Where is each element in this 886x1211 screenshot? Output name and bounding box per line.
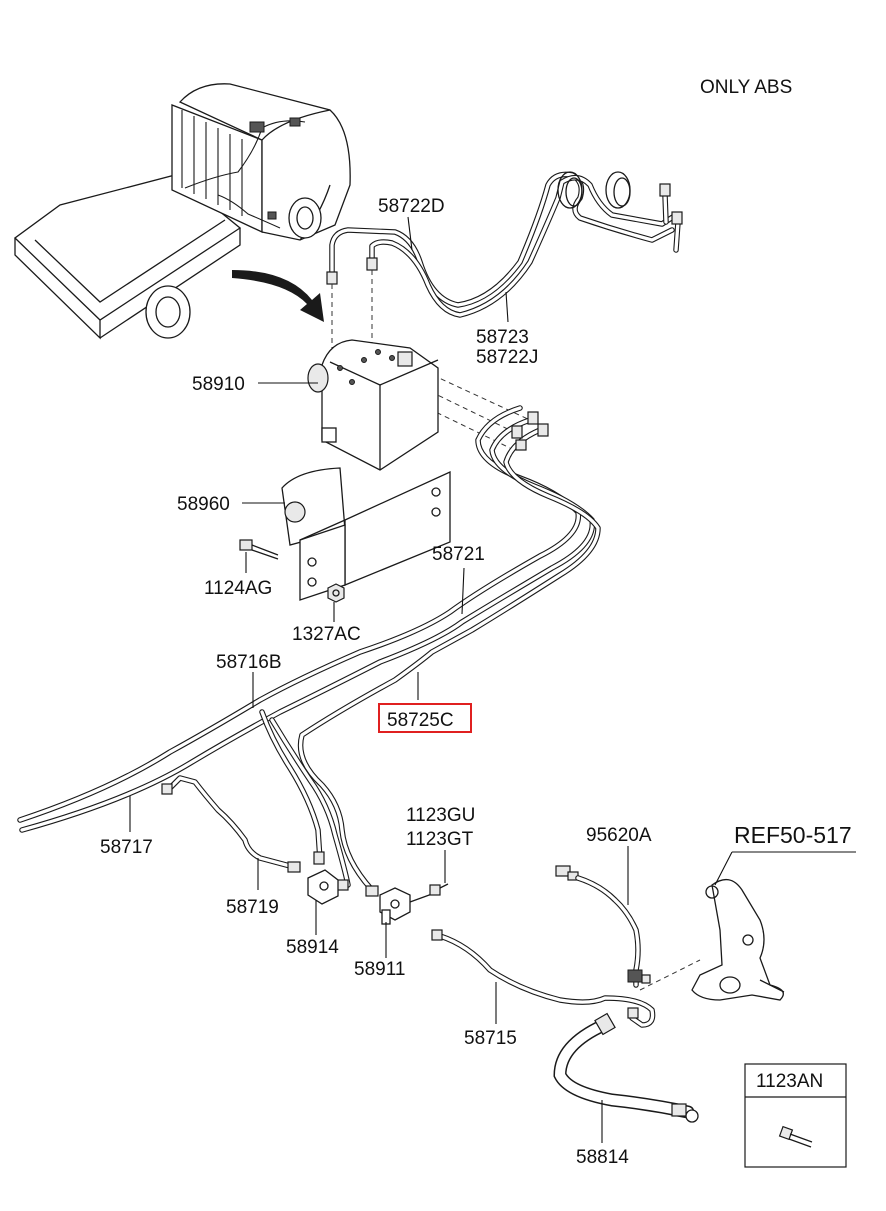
part-label-58719: 58719 (226, 897, 279, 918)
part-label-1123gu: 1123GU (406, 805, 475, 826)
reference-label: REF50-517 (734, 822, 852, 848)
junction-block-58914 (307, 869, 339, 905)
part-label-58715: 58715 (464, 1028, 517, 1049)
inset-label: 1123AN (756, 1071, 823, 1092)
upper-brake-lines (326, 171, 683, 318)
steering-knuckle (691, 878, 785, 1001)
part-label-58721: 58721 (432, 544, 485, 565)
inset-1123an: 1123AN (744, 1063, 847, 1168)
part-label-58722j: 58722J (476, 347, 538, 368)
flex-hose-58814 (553, 1012, 699, 1123)
abs-bracket (281, 467, 451, 601)
vehicle-illustration (13, 83, 351, 340)
main-brake-lines (17, 405, 601, 897)
part-label-58914: 58914 (286, 937, 339, 958)
sensor-bracket-58911 (379, 883, 449, 925)
highlight-box-58725c (378, 703, 472, 733)
leader-lines (129, 216, 856, 1143)
nut-1327ac (327, 583, 345, 603)
part-label-58716b: 58716B (216, 652, 282, 673)
part-label-58717: 58717 (100, 837, 153, 858)
part-label-58911: 58911 (354, 959, 405, 980)
abs-hydraulic-unit (307, 339, 439, 471)
part-label-1327ac: 1327AC (292, 624, 361, 645)
part-label-1123gt: 1123GT (406, 829, 474, 850)
part-label-58723: 58723 (476, 327, 529, 348)
part-label-58960: 58960 (177, 494, 230, 515)
part-label-58725c: 58725C (387, 710, 454, 731)
wheel-speed-sensor-95620a (555, 865, 651, 988)
pointer-arrow (232, 270, 324, 322)
brake-line-58719 (161, 775, 301, 873)
brake-line-58715 (431, 929, 656, 1028)
part-label-95620a: 95620A (586, 825, 652, 846)
bolt-1123an-icon (778, 1125, 813, 1148)
part-label-58814: 58814 (576, 1147, 629, 1168)
part-label-58722d: 58722D (378, 196, 445, 217)
bolt-1124ag (239, 539, 279, 560)
part-label-1124ag: 1124AG (204, 578, 272, 599)
diagram-title: ONLY ABS (700, 77, 792, 98)
part-label-58910: 58910 (192, 374, 245, 395)
